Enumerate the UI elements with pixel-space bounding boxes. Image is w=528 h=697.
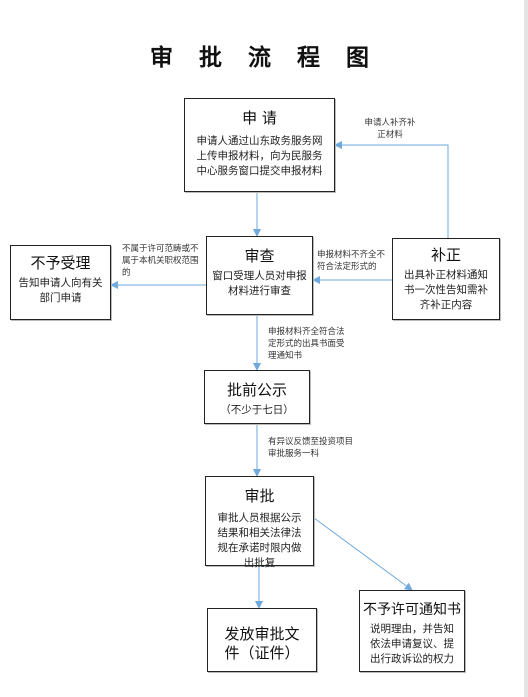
arrow-approve-to-deny <box>313 517 413 591</box>
reject-heading: 不予受理 <box>30 254 91 272</box>
note-accepted: 申报材料齐全符合法定形式的出具书面受理通知书 <box>268 327 345 361</box>
apply-description: 申请人通过山东政务服务网上传申报材料，向为民服务中心服务窗口提交申报材料 <box>196 135 323 177</box>
publicity-description: （不少于七日） <box>220 404 294 416</box>
publicity-box: 批前公示 （不少于七日） <box>204 370 310 424</box>
review-heading: 审查 <box>244 247 275 265</box>
deny-description: 说明理由，并告知依法申请复议、提出行政诉讼的权力 <box>370 623 454 665</box>
reject-description: 告知申请人向有关部门申请 <box>18 277 103 304</box>
page-edge <box>524 0 528 697</box>
note-objection: 有异议反馈至投资项目审批服务一科 <box>268 437 354 459</box>
reject-box: 不予受理 告知申请人向有关部门申请 <box>10 245 111 320</box>
note-out-of-scope: 不属于许可范畴或不属于本机关职权范围的 <box>122 244 199 278</box>
supplement-heading: 补正 <box>430 246 461 264</box>
review-description: 窗口受理人员对申报材料进行审查 <box>212 270 307 297</box>
approve-description: 审批人员根据公示结果和相关法律法规在承诺时限内做出批复 <box>217 512 302 569</box>
publicity-heading: 批前公示 <box>226 381 287 399</box>
deny-heading: 不予许可通知书 <box>363 602 461 618</box>
approve-heading: 审批 <box>244 487 275 505</box>
arrow-supplement-to-apply <box>334 141 449 238</box>
supplement-box: 补正 出具补正材料通知书一次性告知需补齐补正内容 <box>392 238 500 320</box>
issue-heading: 发放审批文件（证件） <box>224 625 300 662</box>
approve-box: 审批 审批人员根据公示结果和相关法律法规在承诺时限内做出批复 <box>205 476 314 569</box>
page-title: 审 批 流 程 图 <box>149 44 379 71</box>
review-box: 审查 窗口受理人员对申报材料进行审查 <box>206 236 313 315</box>
issue-box: 发放审批文件（证件） <box>207 608 317 672</box>
apply-box: 申 请 申请人通过山东政务服务网上传申报材料，向为民服务中心服务窗口提交申报材料 <box>184 98 335 192</box>
note-incomplete: 申报材料不齐全不符合法定形式的 <box>317 250 386 272</box>
supplement-description: 出具补正材料通知书一次性告知需补齐补正内容 <box>404 269 488 311</box>
deny-box: 不予许可通知书 说明理由，并告知依法申请复议、提出行政诉讼的权力 <box>359 590 465 672</box>
note-resubmit: 申请人补齐补正材料 <box>364 118 416 140</box>
apply-heading: 申 请 <box>242 109 277 127</box>
